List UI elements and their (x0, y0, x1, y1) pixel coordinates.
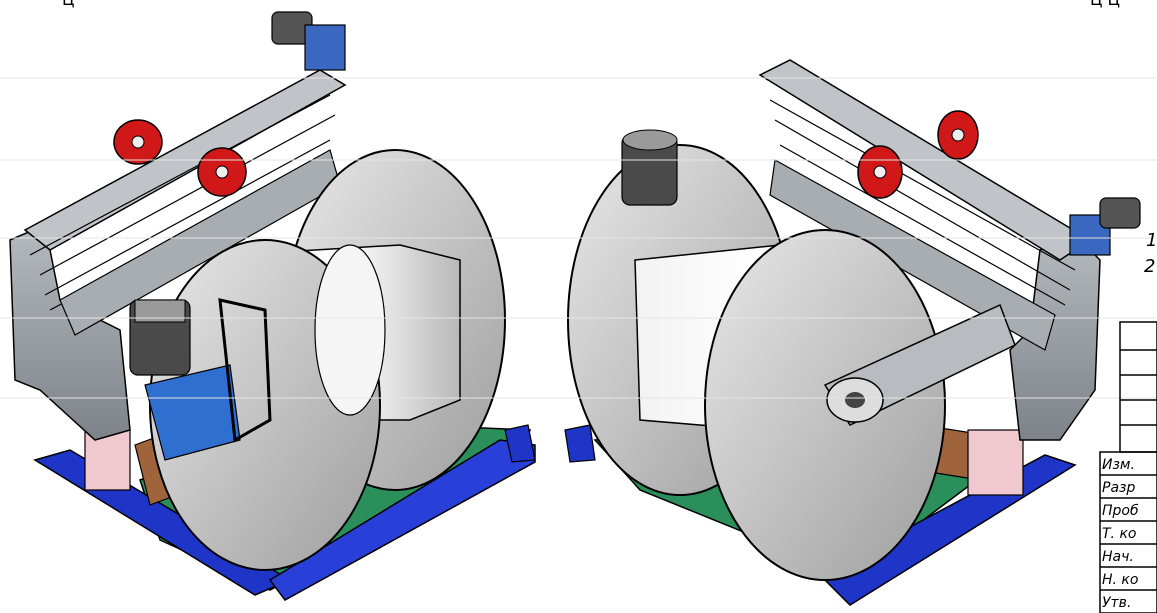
pulley-icon (857, 110, 979, 199)
motor-icon (621, 129, 678, 206)
title-block-row-utv: Утв. (1102, 595, 1132, 611)
motor-icon (271, 11, 346, 71)
right-foot-left (564, 424, 596, 463)
title-block-row-prob: Проб (1102, 503, 1139, 519)
right-machine-view (564, 59, 1141, 606)
note-2: 2 (1144, 256, 1156, 277)
right-lower-carriage (769, 159, 1056, 351)
title-block-row-nach: Нач. (1102, 549, 1134, 565)
corner-mark-right: Ц Ц (1090, 0, 1120, 8)
title-block-row-nkontr: Н. ко (1102, 572, 1139, 588)
sheet-rulings (0, 77, 1157, 399)
motor-icon (1069, 197, 1141, 256)
right-pink-block (967, 429, 1024, 496)
left-pink-block (84, 429, 131, 491)
left-machine-view (9, 11, 536, 601)
left-base-blue-rail-right (268, 439, 536, 601)
title-block-row-razr: Разр (1102, 480, 1136, 496)
corner-mark-left: Ц (62, 0, 74, 8)
title-block-row-izm: Изм. (1102, 457, 1135, 473)
left-foot-right (504, 424, 536, 463)
title-block (1099, 321, 1157, 613)
title-block-row-tkontr: Т. ко (1102, 526, 1137, 542)
gearbox-icon (129, 298, 272, 461)
right-spool-front-flange (704, 229, 946, 581)
left-frame-side-plate (9, 223, 131, 441)
note-1: 1 (1146, 230, 1157, 251)
